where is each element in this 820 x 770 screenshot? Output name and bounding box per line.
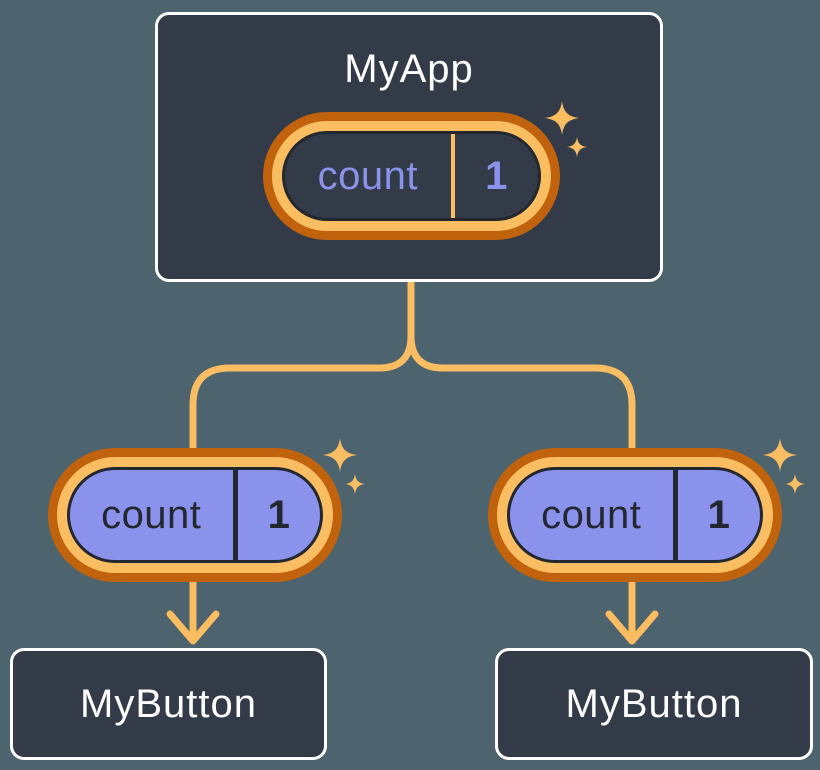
state-pill-inner-ring: count 1 (497, 457, 773, 573)
state-pill-divider (232, 470, 238, 560)
sparkle-icon (545, 101, 587, 157)
state-pill-divider (450, 134, 455, 218)
state-value: 1 (485, 153, 508, 198)
arrowhead-right-icon (605, 610, 659, 645)
state-pill-body: count 1 (67, 467, 323, 563)
state-pill-child-right: count 1 (488, 448, 782, 582)
state-pill-inner-ring: count 1 (272, 121, 551, 231)
state-name: count (541, 492, 642, 537)
state-pill-inner-ring: count 1 (57, 457, 333, 573)
state-pill-body: count 1 (282, 131, 541, 221)
state-value: 1 (267, 492, 290, 537)
sparkle-icon (323, 438, 365, 494)
connector-branch-left (189, 278, 415, 642)
state-pill-child-left: count 1 (48, 448, 342, 582)
component-node-mybutton-right: MyButton (495, 648, 813, 760)
state-pill-divider (672, 470, 678, 560)
state-pill-root: count 1 (263, 112, 560, 240)
state-name: count (101, 492, 202, 537)
component-title: MyButton (565, 682, 743, 726)
connector-branch-right (407, 278, 636, 642)
component-title: MyApp (344, 47, 474, 91)
component-node-mybutton-left: MyButton (10, 648, 327, 760)
state-name: count (317, 153, 418, 198)
state-value: 1 (707, 492, 730, 537)
state-pill-body: count 1 (507, 467, 763, 563)
component-title: MyButton (80, 682, 257, 726)
arrowhead-left-icon (166, 610, 220, 645)
sparkle-icon (763, 438, 805, 494)
